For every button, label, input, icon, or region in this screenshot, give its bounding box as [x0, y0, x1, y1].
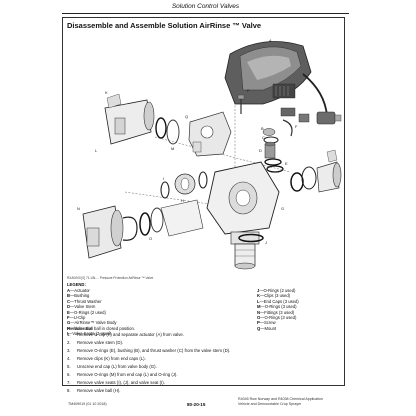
legend-item: C—Thrust Washer	[67, 298, 102, 304]
legend-title: LEGEND:	[67, 282, 86, 287]
legend-left-column: A—Actuator B—Bushing C—Thrust Washer D—V…	[67, 288, 117, 337]
exploded-valve-diagram: A B C D E F G H I J K L M N O P Q	[77, 38, 342, 270]
callout-g: G	[281, 206, 284, 211]
callout-m: M	[171, 146, 174, 151]
legend-item: A—Actuator	[67, 288, 90, 293]
procedure-step: 5.Unscrew end cap (L) from valve body (G…	[67, 364, 157, 369]
legend-item: J—O-Rings (2 used)	[257, 288, 296, 293]
legend-item: F—U-Clip	[67, 315, 86, 321]
callout-j: J	[265, 240, 267, 245]
callout-a: A	[269, 38, 272, 43]
footer-page-number: 80-20-15	[187, 402, 206, 407]
procedure-note: Position valve ball in closed position.	[67, 326, 135, 331]
callout-p: P	[247, 88, 250, 93]
callout-e: E	[285, 161, 288, 166]
legend-item: B—Bushing	[67, 293, 90, 299]
valve-seat-parts	[160, 171, 208, 199]
legend-item: L—End Caps (3 used)	[257, 298, 299, 304]
callout-c: C	[262, 135, 265, 140]
legend-right-column: J—O-Rings (2 used) K—Clips (3 used) L—En…	[257, 288, 299, 331]
callout-h: H	[181, 198, 184, 203]
procedure-step: 1.Remove U-clip (F) and separate actuato…	[67, 332, 184, 337]
right-fitting-group	[290, 149, 342, 193]
callout-f: F	[295, 124, 298, 129]
lower-left-end-cap	[82, 199, 204, 259]
callout-i: I	[163, 176, 164, 181]
legend-item: E—O-Rings (2 used)	[67, 309, 106, 315]
valve-body-part	[206, 161, 280, 270]
callout-d: D	[259, 148, 262, 153]
procedure-step: 8.Remove valve ball (H).	[67, 388, 121, 393]
mount-part	[188, 111, 232, 157]
page-header-title: Solution Control Valves	[171, 3, 240, 10]
screw-part	[237, 94, 245, 114]
callout-l: L	[95, 148, 98, 153]
footer-doc-id: TM409019 (01 10 2018)	[68, 402, 107, 406]
legend-item: K—Clips (3 used)	[257, 293, 291, 299]
content-frame: Disassemble and Assemble Solution AirRin…	[62, 17, 345, 393]
header-rule	[62, 13, 349, 14]
callout-q: Q	[185, 114, 188, 119]
legend-item: O—O-Rings (3 used)	[257, 315, 297, 321]
footer-manual-title: R4045 Row Norway and R4038 Chemical Appl…	[238, 397, 323, 406]
callout-o: O	[149, 236, 152, 241]
upper-left-end-cap	[104, 93, 180, 145]
legend-item: G—AirRinse™ Valve Body	[67, 320, 117, 326]
procedure-step: 4.Remove clips (K) from end caps (L).	[67, 356, 146, 361]
legend-item: H—Valve Ball	[67, 325, 93, 331]
section-title: Disassemble and Assemble Solution AirRin…	[67, 21, 262, 30]
procedure-step: 7.Remove valve seats (I), (J), and valve…	[67, 380, 165, 385]
figure-id: RXA0000 [0] 71-UN-... Pressure Protectio…	[67, 276, 154, 280]
legend-item: I—Valve Seats (2 used)	[67, 331, 111, 337]
legend-item: P—Screw	[257, 320, 276, 326]
legend-item: M—O-Rings (3 used)	[257, 304, 297, 310]
procedure-step: 2.Remove valve stem (D).	[67, 340, 124, 345]
lower-o-ring	[238, 233, 264, 243]
procedure-step: 6.Remove O-rings (M) from end cap (L) an…	[67, 372, 178, 377]
procedure-step: 3.Remove O-rings (E), bushing (B), and t…	[67, 348, 231, 353]
valve-stem-stack	[262, 107, 296, 173]
legend-item: D—Valve Stem	[67, 304, 96, 310]
manual-page: Solution Control Valves Disassemble and …	[62, 0, 349, 416]
callout-n: N	[77, 206, 80, 211]
callout-b: B	[261, 126, 264, 131]
legend-item: Q—Mount	[257, 325, 277, 331]
actuator-part	[224, 41, 342, 125]
callout-k: K	[105, 90, 108, 95]
valve-ball-part	[174, 173, 196, 195]
legend-item: N—Fittings (3 used)	[257, 309, 295, 315]
